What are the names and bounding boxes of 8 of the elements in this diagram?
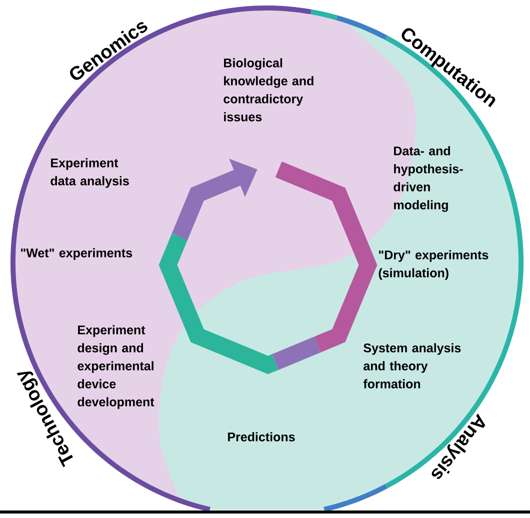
step-label: "Wet" experiments: [21, 248, 132, 260]
step-label: Biological knowledge and contradictory issues: [224, 58, 314, 122]
step-label: Predictions: [228, 432, 295, 442]
step-label: System analysis and theory formation: [363, 343, 461, 388]
step-label: Experiment design and experimental device development: [78, 325, 154, 409]
step-label: "Dry" experiments (simulation): [378, 250, 488, 280]
step-label: Experiment data analysis: [50, 158, 129, 188]
step-label: Data- and hypothesis-driven modeling: [394, 146, 463, 212]
